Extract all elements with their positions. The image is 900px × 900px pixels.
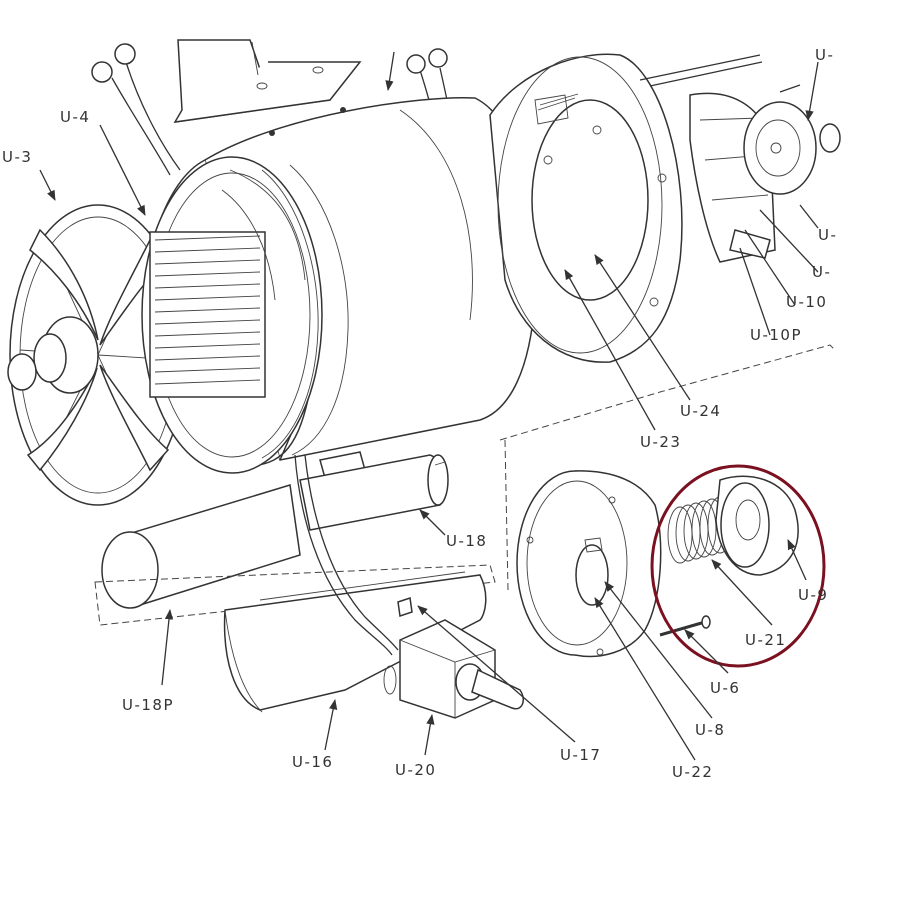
group-line-top xyxy=(499,344,836,441)
centrifugal-switch-assembly xyxy=(639,54,841,263)
leader-lines xyxy=(39,51,819,761)
motor-body xyxy=(141,96,537,479)
label-u20: U-20 xyxy=(395,761,436,779)
label-u16: U-16 xyxy=(292,753,333,771)
rotor-laminations xyxy=(149,231,266,398)
label-u21: U-21 xyxy=(745,631,786,649)
highlight-circle xyxy=(650,464,826,668)
label-u10: U-10 xyxy=(786,293,827,311)
label-u23: U-23 xyxy=(640,433,681,451)
label-u24: U-24 xyxy=(680,402,721,420)
label-top-right-3: U- xyxy=(812,263,831,281)
brake-bolt xyxy=(659,615,711,637)
capacitor xyxy=(299,454,449,531)
toggle-switch xyxy=(383,619,524,719)
label-u3: U-3 xyxy=(2,148,32,166)
group-line-capacitor xyxy=(94,564,496,626)
callout-labels: U-3 U-4 U- U- U- U-10 U-10P U-24 U-23 U-… xyxy=(2,46,837,781)
cooling-fan xyxy=(7,204,187,506)
mounting-screw xyxy=(397,597,413,617)
label-u22: U-22 xyxy=(672,763,713,781)
label-top-right-2: U- xyxy=(818,226,837,244)
group-line-left xyxy=(504,439,509,591)
power-cord xyxy=(294,454,393,656)
label-top-right-1: U- xyxy=(815,46,834,64)
label-u8: U-8 xyxy=(695,721,725,739)
end-bell-housing xyxy=(489,53,683,363)
label-u17: U-17 xyxy=(560,746,601,764)
label-u18: U-18 xyxy=(446,532,487,550)
label-u10p: U-10P xyxy=(750,326,802,344)
brake-hub xyxy=(715,475,799,576)
brake-housing xyxy=(516,470,662,658)
mounting-bracket xyxy=(173,39,362,123)
capacitor-cover-tube xyxy=(101,484,301,609)
label-u9: U-9 xyxy=(798,586,828,604)
label-u18p: U-18P xyxy=(122,696,174,714)
label-u4: U-4 xyxy=(60,108,90,126)
label-u6: U-6 xyxy=(710,679,740,697)
